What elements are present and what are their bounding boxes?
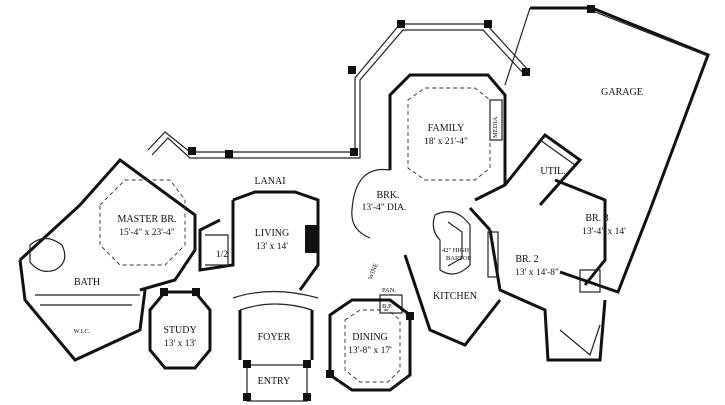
- half-bath-label: 1/2: [216, 250, 228, 260]
- dining-dims: 13'-8" x 17': [348, 346, 392, 356]
- br3-dims: 13'-4" x 14': [582, 227, 626, 237]
- lanai-area: [147, 20, 531, 159]
- bedroom-wing: [468, 132, 652, 362]
- master-label: MASTER BR.: [118, 214, 177, 225]
- room-labels: GARAGE FAMILY 18' x 21'-4" MEDIA LANAI U…: [74, 87, 643, 387]
- entry-label: ENTRY: [258, 376, 291, 387]
- study-dims: 13' x 13': [164, 339, 196, 349]
- dining-room: [326, 298, 414, 392]
- garage-label: GARAGE: [601, 87, 643, 98]
- util-label: UTIL.: [540, 166, 565, 177]
- lanai-label: LANAI: [254, 176, 285, 187]
- br3-label: BR. 3: [585, 213, 608, 224]
- master-suite: [18, 157, 197, 362]
- wic-label: W.I.C.: [74, 328, 91, 335]
- bath-label: BATH: [74, 277, 100, 288]
- kitchen-label: KITCHEN: [433, 291, 477, 302]
- pantry-label: PAN.: [382, 287, 396, 294]
- bartop-line2: BARTOP: [446, 255, 472, 262]
- bp-label: B.P.: [382, 303, 393, 310]
- brk-dims: 13'-4" DIA.: [362, 203, 407, 213]
- kitchen-area: [379, 211, 502, 347]
- br2-label: BR. 2: [515, 254, 538, 265]
- garage-area: [504, 5, 710, 211]
- family-room: [351, 73, 507, 239]
- bartop-line1: 42" HIGH: [442, 247, 469, 254]
- wine-label: WINE: [367, 262, 379, 280]
- family-dims: 18' x 21'-4": [424, 137, 468, 147]
- brk-label: BRK.: [376, 190, 399, 201]
- living-area: [198, 190, 320, 291]
- study-label: STUDY: [163, 325, 196, 336]
- family-label: FAMILY: [428, 123, 465, 134]
- media-label: MEDIA: [492, 116, 499, 138]
- study-room: [148, 288, 212, 370]
- foyer-label: FOYER: [258, 332, 291, 343]
- master-dims: 15'-4" x 23'-4": [119, 228, 175, 238]
- living-label: LIVING: [255, 228, 289, 239]
- dining-label: DINING: [352, 332, 388, 343]
- br2-dims: 13' x 14'-8": [515, 268, 559, 278]
- living-dims: 13' x 14': [256, 242, 288, 252]
- foyer-area: [232, 290, 319, 402]
